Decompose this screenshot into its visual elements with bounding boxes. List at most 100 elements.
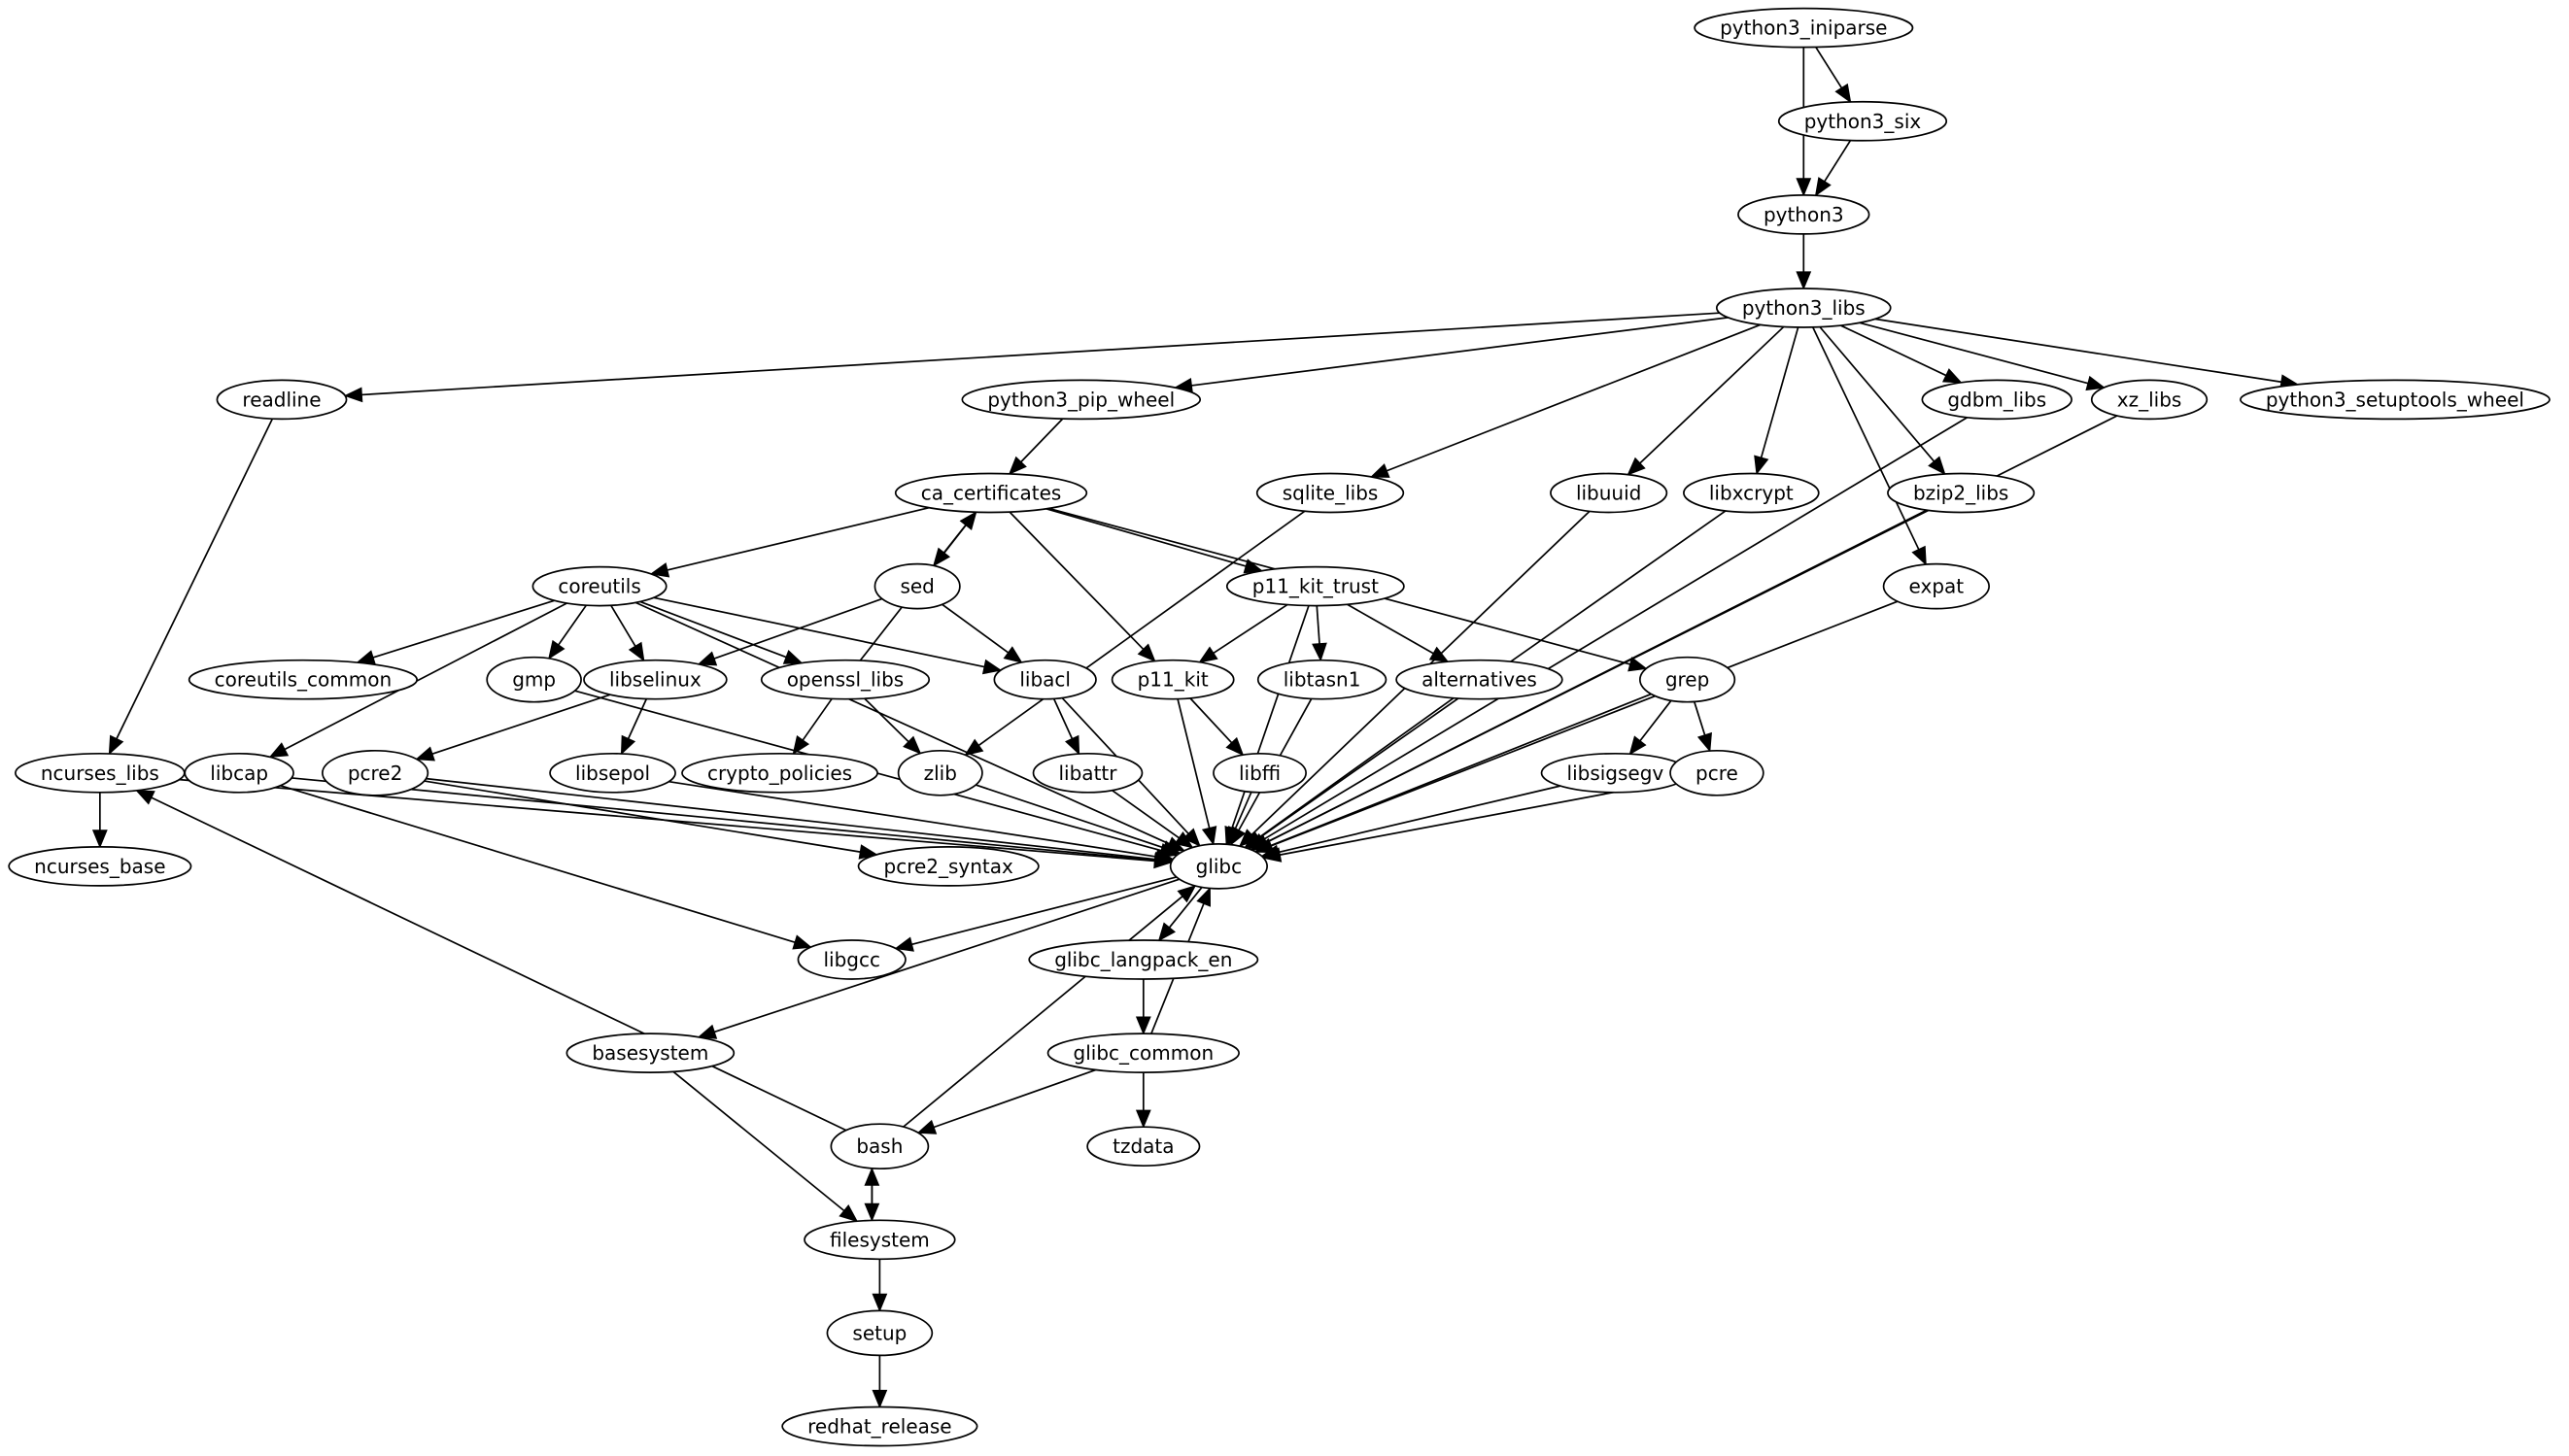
- edge-line: [1009, 511, 1145, 651]
- node-label: coreutils: [558, 575, 640, 598]
- edge-line: [1234, 792, 1252, 830]
- node-redhat_release[interactable]: redhat_release: [781, 1405, 978, 1447]
- arrowhead-icon: [1157, 922, 1177, 942]
- node-filesystem[interactable]: filesystem: [804, 1219, 956, 1261]
- node-libtasn1[interactable]: libtasn1: [1256, 659, 1387, 700]
- arrowhead-icon: [1796, 271, 1812, 290]
- edge-setup-to-redhat_release: [872, 1355, 888, 1409]
- edge-zlib-to-glibc: [976, 784, 1182, 856]
- node-python3[interactable]: python3: [1737, 194, 1870, 235]
- node-crypto_policies[interactable]: crypto_policies: [681, 752, 878, 794]
- node-ellipse: [1395, 659, 1563, 700]
- edge-ca_certificates-to-p11_kit: [1009, 511, 1156, 662]
- node-p11_kit_trust[interactable]: p11_kit_trust: [1225, 565, 1405, 607]
- arrowhead-icon: [620, 734, 636, 756]
- node-libcap[interactable]: libcap: [184, 752, 294, 794]
- edge-line: [1045, 508, 1247, 567]
- node-pcre[interactable]: pcre: [1669, 749, 1764, 796]
- node-ncurses_base[interactable]: ncurses_base: [8, 846, 192, 887]
- node-p11_kit[interactable]: p11_kit: [1111, 659, 1235, 700]
- node-ellipse: [797, 939, 907, 980]
- node-bash[interactable]: bash: [830, 1123, 930, 1170]
- node-label: coreutils_common: [215, 668, 392, 692]
- node-tzdata[interactable]: tzdata: [1086, 1126, 1201, 1168]
- edge-line: [1270, 600, 1899, 847]
- node-label: python3_iniparse: [1720, 17, 1887, 40]
- edge-bash-to-ncurses_libs: [135, 790, 847, 1132]
- node-gmp[interactable]: gmp: [486, 656, 582, 703]
- node-ellipse: [2090, 379, 2209, 421]
- node-libgcc[interactable]: libgcc: [797, 939, 907, 980]
- arrowhead-icon: [1250, 835, 1271, 851]
- edge-line: [1020, 418, 1064, 463]
- edge-ncurses_libs-to-ncurses_base: [91, 792, 108, 849]
- node-coreutils_common[interactable]: coreutils_common: [188, 659, 419, 700]
- edge-line: [1191, 317, 1729, 387]
- node-ellipse: [873, 562, 961, 610]
- arrowhead-icon: [1174, 830, 1194, 849]
- edge-line: [942, 603, 1010, 654]
- arrowhead-icon: [108, 734, 124, 756]
- node-ncurses_libs[interactable]: ncurses_libs: [15, 752, 186, 794]
- arrowhead-icon: [548, 639, 565, 660]
- node-setup[interactable]: setup: [826, 1309, 934, 1357]
- edge-libacl-to-libattr: [1052, 698, 1080, 756]
- node-gdbm_libs[interactable]: gdbm_libs: [1921, 379, 2072, 421]
- node-alternatives[interactable]: alternatives: [1395, 659, 1563, 700]
- edge-line: [903, 896, 1183, 1128]
- node-python3_iniparse[interactable]: python3_iniparse: [1694, 7, 1914, 49]
- node-zlib[interactable]: zlib: [897, 749, 983, 796]
- edges-layer: [91, 47, 2300, 1409]
- node-readline[interactable]: readline: [216, 379, 348, 421]
- node-basesystem[interactable]: basesystem: [565, 1033, 736, 1073]
- node-libselinux[interactable]: libselinux: [583, 659, 728, 700]
- node-libxcrypt[interactable]: libxcrypt: [1683, 472, 1820, 514]
- node-label: filesystem: [830, 1228, 930, 1251]
- arrowhead-icon: [628, 641, 645, 662]
- edge-ca_certificates-to-coreutils: [649, 506, 930, 578]
- node-python3_libs[interactable]: python3_libs: [1715, 288, 1892, 328]
- node-python3_six[interactable]: python3_six: [1777, 100, 1948, 142]
- edge-p11_kit-to-glibc: [1177, 698, 1217, 846]
- node-python3_pip_wheel[interactable]: python3_pip_wheel: [961, 379, 1202, 421]
- node-xz_libs[interactable]: xz_libs: [2090, 379, 2209, 421]
- node-expat[interactable]: expat: [1882, 562, 1990, 610]
- node-sqlite_libs[interactable]: sqlite_libs: [1255, 472, 1405, 514]
- node-label: p11_kit: [1138, 668, 1209, 692]
- node-glibc_langpack_en[interactable]: glibc_langpack_en: [1028, 939, 1259, 980]
- edge-readline-to-ncurses_libs: [108, 418, 274, 756]
- node-libacl[interactable]: libacl: [993, 659, 1097, 700]
- node-libattr[interactable]: libattr: [1032, 752, 1144, 794]
- edge-line: [424, 780, 861, 853]
- node-grep[interactable]: grep: [1638, 656, 1736, 703]
- node-sed[interactable]: sed: [873, 562, 961, 610]
- node-pcre2_syntax[interactable]: pcre2_syntax: [857, 846, 1040, 887]
- arrowhead-icon: [959, 510, 977, 530]
- node-openssl_libs[interactable]: openssl_libs: [760, 659, 931, 700]
- arrowhead-icon: [1911, 545, 1927, 566]
- node-bzip2_libs[interactable]: bzip2_libs: [1887, 472, 2036, 514]
- node-libsepol[interactable]: libsepol: [549, 752, 676, 794]
- arrowhead-icon: [1008, 456, 1027, 475]
- node-ellipse: [321, 749, 429, 796]
- edge-p11_kit_trust-to-p11_kit: [1198, 603, 1288, 663]
- arrowhead-icon: [1196, 887, 1211, 907]
- node-python3_setuptools_wheel[interactable]: python3_setuptools_wheel: [2240, 379, 2551, 421]
- edge-line: [1815, 47, 1843, 89]
- node-ca_certificates[interactable]: ca_certificates: [894, 472, 1088, 514]
- node-label: p11_kit_trust: [1252, 575, 1379, 598]
- arrowhead-icon: [903, 735, 922, 755]
- node-libuuid[interactable]: libuuid: [1550, 472, 1668, 514]
- node-libffi[interactable]: libffi: [1213, 752, 1307, 794]
- node-glibc_common[interactable]: glibc_common: [1046, 1033, 1240, 1073]
- arrowhead-icon: [1225, 736, 1245, 757]
- node-pcre2[interactable]: pcre2: [321, 749, 429, 796]
- node-libsigsegv[interactable]: libsigsegv: [1540, 752, 1691, 794]
- edge-line: [426, 777, 1156, 861]
- arrowhead-icon: [1814, 177, 1832, 197]
- node-coreutils[interactable]: coreutils: [531, 565, 668, 607]
- node-glibc[interactable]: glibc: [1169, 843, 1268, 890]
- edge-coreutils-to-libcap: [268, 602, 567, 759]
- edge-python3-to-python3_libs: [1796, 233, 1812, 290]
- node-label: gdbm_libs: [1947, 388, 2046, 411]
